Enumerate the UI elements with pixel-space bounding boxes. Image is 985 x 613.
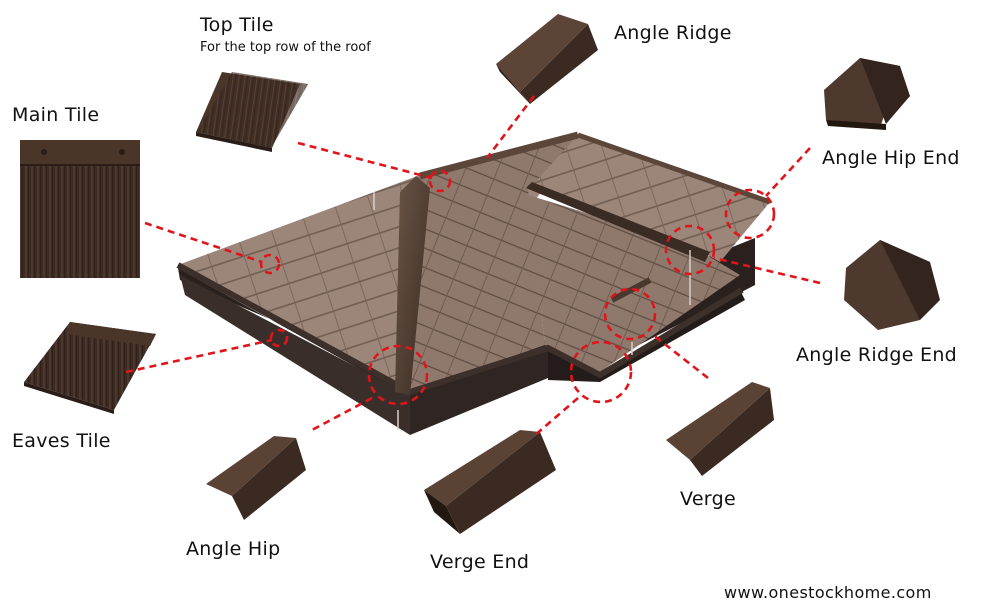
footer-url: www.onestockhome.com <box>724 583 932 602</box>
roof-hip-ridge <box>395 176 430 395</box>
callout-line-angle-hip-end <box>765 147 811 197</box>
label-eaves-tile: Eaves Tile <box>12 430 111 452</box>
callout-circle-top-tile <box>428 169 452 193</box>
callout-circle-angle-ridge-end <box>664 224 716 276</box>
roof-illustration <box>176 131 771 435</box>
eaves-tile-image <box>24 322 156 414</box>
callouts <box>125 95 821 437</box>
label-angle-ridge-end: Angle Ridge End <box>796 344 958 366</box>
angle-ridge-image <box>496 14 598 104</box>
angle-hip-end-image <box>824 58 910 130</box>
label-angle-hip-end: Angle Hip End <box>822 147 960 169</box>
callout-line-verge <box>651 332 709 380</box>
label-top-tile-note: For the top row of the roof <box>200 40 371 55</box>
roof-right-lower-slope <box>528 195 740 372</box>
callout-line-eaves-tile <box>125 338 273 374</box>
callout-circle-angle-hip <box>367 344 429 406</box>
main-tile-image <box>20 140 140 278</box>
label-angle-ridge: Angle Ridge <box>614 22 732 44</box>
angle-ridge-end-image <box>844 240 940 330</box>
roof-top-ridge <box>419 131 579 180</box>
label-main-tile: Main Tile <box>12 104 100 126</box>
verge-end-image <box>424 430 556 534</box>
roof-wall-front <box>410 348 548 435</box>
callout-line-main-tile <box>144 221 263 264</box>
callout-line-angle-ridge-end <box>713 256 821 285</box>
label-top-tile: Top Tile <box>200 14 274 36</box>
roof-right-top-slope <box>528 135 770 262</box>
callout-line-top-tile <box>297 141 433 180</box>
roof-wall-left <box>180 275 410 435</box>
callout-circle-angle-hip-end <box>724 188 776 240</box>
label-verge-end: Verge End <box>430 551 530 573</box>
roof-verge-line <box>610 277 652 303</box>
callout-line-angle-ridge <box>485 95 536 159</box>
label-verge: Verge <box>680 488 736 510</box>
callout-circle-verge <box>603 287 657 341</box>
roof-valley-ridge <box>526 182 710 262</box>
roof-right-ridge <box>577 132 771 205</box>
callout-circle-verge-end <box>569 340 633 404</box>
callout-circle-eaves-tile <box>269 328 289 348</box>
top-tile-image <box>196 72 309 152</box>
callout-line-verge-end <box>533 397 579 437</box>
roof-eaves-edge <box>176 262 744 396</box>
label-angle-hip: Angle Hip <box>186 538 281 560</box>
roof-front-slope <box>410 135 578 392</box>
callout-circle-main-tile <box>259 253 281 275</box>
angle-hip-image <box>206 436 306 520</box>
verge-image <box>666 382 774 476</box>
